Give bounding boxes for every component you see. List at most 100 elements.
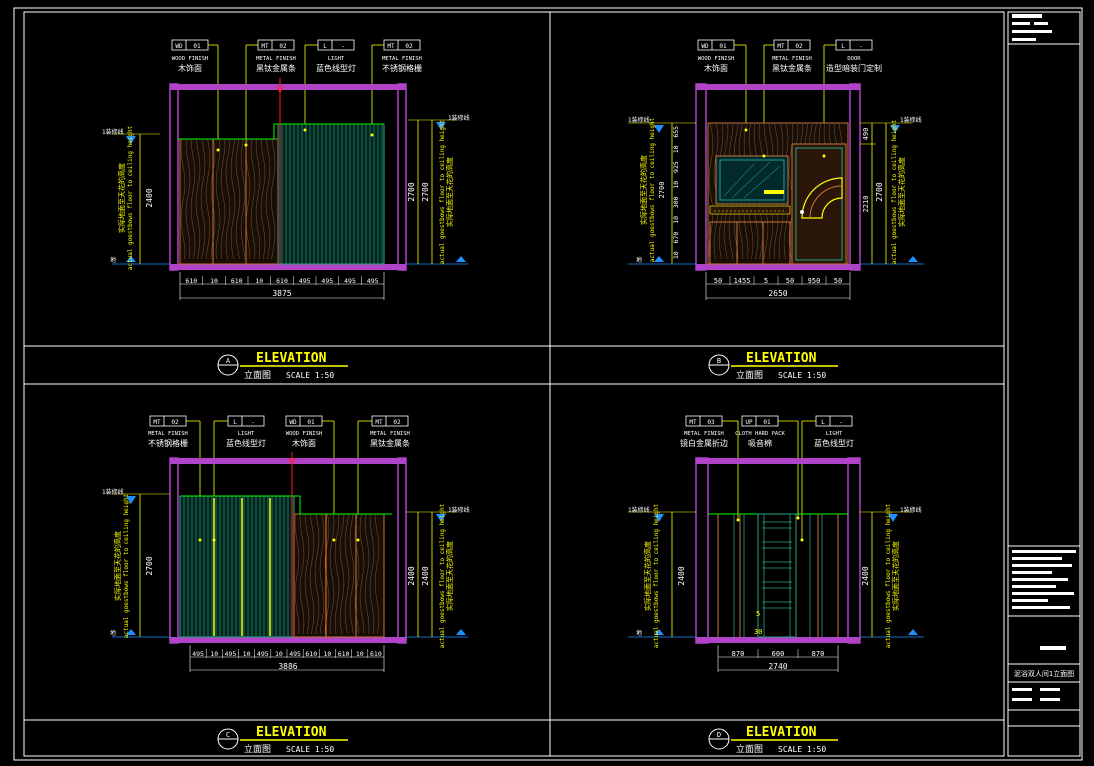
dimension-label: 10 xyxy=(255,277,263,285)
dimension-label: 495 xyxy=(225,650,237,658)
elevation-panel-b: WD 01 WOOD FINISH 木饰面 MT 02 METAL FINISH… xyxy=(628,39,924,381)
svg-text:01: 01 xyxy=(719,43,727,50)
svg-text:2700: 2700 xyxy=(875,182,884,201)
svg-text:L: L xyxy=(323,43,327,50)
svg-text:METAL FINISH: METAL FINISH xyxy=(370,431,410,437)
dimension-label: 50 xyxy=(834,277,842,285)
svg-text:立面图: 立面图 xyxy=(244,743,271,755)
dimension-label: 610 xyxy=(305,650,317,658)
svg-text:木饰面: 木饰面 xyxy=(704,63,728,73)
svg-text:2400: 2400 xyxy=(861,566,870,585)
svg-text:L: L xyxy=(821,419,825,426)
svg-text:WOOD FINISH: WOOD FINISH xyxy=(698,56,734,62)
svg-text:WOOD FINISH: WOOD FINISH xyxy=(286,431,322,437)
dimension-label: 10 xyxy=(672,216,680,224)
svg-text:01: 01 xyxy=(193,43,201,50)
svg-text:2400: 2400 xyxy=(407,566,416,585)
svg-text:WOOD FINISH: WOOD FINISH xyxy=(172,56,208,62)
wall-elevation-d: 5 30 xyxy=(695,457,861,644)
drawing-name: 泥浴双人间1立面图 xyxy=(1014,669,1074,678)
height-dimension-right-a: 2700 2700 1装修线 actual goestbows floor to… xyxy=(406,114,470,265)
svg-text:D: D xyxy=(717,731,721,739)
dimension-label: 870 xyxy=(812,650,825,658)
svg-text:蓝色线型灯: 蓝色线型灯 xyxy=(316,63,356,73)
svg-text:02: 02 xyxy=(171,419,179,426)
wall-elevation-c xyxy=(169,452,407,644)
svg-text:蓝色线型灯: 蓝色线型灯 xyxy=(226,438,266,448)
svg-text:实际地面至天花的高度: 实际地面至天花的高度 xyxy=(117,163,126,233)
svg-text:2700: 2700 xyxy=(407,182,416,201)
svg-text:1装修线: 1装修线 xyxy=(900,116,922,124)
svg-text:实际地面至天花的高度: 实际地面至天花的高度 xyxy=(113,531,122,601)
svg-text:吸音棉: 吸音棉 xyxy=(748,438,772,448)
svg-text:2700: 2700 xyxy=(658,182,666,199)
svg-text:ELEVATION: ELEVATION xyxy=(256,351,327,366)
svg-text:-: - xyxy=(341,43,345,50)
svg-text:2700: 2700 xyxy=(145,556,154,575)
svg-text:3875: 3875 xyxy=(272,289,291,298)
svg-text:30: 30 xyxy=(754,628,762,636)
elevation-panel-c: MT 02 METAL FINISH 不锈钢格栅 L - LIGHT 蓝色线型灯 xyxy=(102,415,470,755)
svg-text:5: 5 xyxy=(756,610,760,618)
svg-text:ELEVATION: ELEVATION xyxy=(256,725,327,740)
dimension-label: 950 xyxy=(808,277,821,285)
height-dimension-right-d: 2400 1装修线 actual goestbows floor to ceil… xyxy=(860,503,924,648)
dimension-label: 655 xyxy=(672,126,680,138)
panel-title-a: A ELEVATION 立面图 SCALE 1:50 xyxy=(217,351,348,381)
dimension-label: 50 xyxy=(714,277,722,285)
dimension-label: 610 xyxy=(185,277,197,285)
dimension-label: 10 xyxy=(243,650,251,658)
svg-text:造型暗装门定制: 造型暗装门定制 xyxy=(826,63,882,73)
svg-text:-: - xyxy=(839,419,843,426)
dimension-label: 10 xyxy=(356,650,364,658)
svg-text:actual goestbows floor to ceil: actual goestbows floor to ceiling height xyxy=(439,119,446,264)
svg-text:2210: 2210 xyxy=(862,196,870,213)
svg-text:2400: 2400 xyxy=(677,566,686,585)
svg-text:镜白金属折边: 镜白金属折边 xyxy=(680,438,728,448)
elevation-panel-a: WD 01 WOOD FINISH 木饰面 MT 02 METAL FINISH… xyxy=(102,39,470,381)
dimension-label: 495 xyxy=(367,277,379,285)
dimension-label: 870 xyxy=(732,650,745,658)
svg-text:1装修线: 1装修线 xyxy=(628,506,650,514)
height-dimension-left-d: 1装修线 地 2400 实际地面至天花的高度 actual goestbows … xyxy=(628,503,696,648)
material-tags-c: MT 02 METAL FINISH 不锈钢格栅 L - LIGHT 蓝色线型灯 xyxy=(148,415,410,540)
height-dimension-right-b: 490 2210 2700 1装修线 actual goestbows floo… xyxy=(860,116,924,265)
svg-text:1装修线: 1装修线 xyxy=(448,114,470,122)
dimension-label: 495 xyxy=(257,650,269,658)
title-block: 泥浴双人间1立面图 xyxy=(1007,11,1081,757)
svg-text:MT: MT xyxy=(689,419,697,426)
svg-text:实际地面至天花的高度: 实际地面至天花的高度 xyxy=(643,541,652,611)
svg-text:LIGHT: LIGHT xyxy=(238,431,255,437)
dimension-label: 610 xyxy=(276,277,288,285)
dimension-label: 610 xyxy=(370,650,382,658)
svg-text:03: 03 xyxy=(707,419,715,426)
dimension-label: 10 xyxy=(672,251,680,259)
svg-text:木饰面: 木饰面 xyxy=(178,63,202,73)
svg-text:02: 02 xyxy=(405,43,413,50)
svg-text:1装修线: 1装修线 xyxy=(102,128,124,136)
svg-text:-: - xyxy=(251,419,255,426)
svg-text:METAL FINISH: METAL FINISH xyxy=(256,56,296,62)
svg-text:actual goestbows floor to ceil: actual goestbows floor to ceiling height xyxy=(649,117,656,262)
material-tag: MT 03 METAL FINISH 镜白金属折边 xyxy=(680,415,739,520)
svg-text:CLOTH HARD PACK: CLOTH HARD PACK xyxy=(735,431,785,437)
dimension-label: 10 xyxy=(210,650,218,658)
svg-text:L: L xyxy=(233,419,237,426)
svg-text:立面图: 立面图 xyxy=(736,369,763,381)
svg-text:立面图: 立面图 xyxy=(244,369,271,381)
svg-text:actual goestbows floor to ceil: actual goestbows floor to ceiling height xyxy=(127,125,134,270)
svg-text:01: 01 xyxy=(307,419,315,426)
svg-text:黑钛金属条: 黑钛金属条 xyxy=(772,63,812,73)
svg-text:2650: 2650 xyxy=(768,289,787,298)
elevation-panel-d: MT 03 METAL FINISH 镜白金属折边 UP 01 CLOTH HA… xyxy=(628,415,924,755)
dimension-label: 10 xyxy=(210,277,218,285)
dimension-label: 5 xyxy=(764,277,768,285)
svg-text:LIGHT: LIGHT xyxy=(328,56,345,62)
wall-elevation-a xyxy=(169,78,407,271)
height-dimension-right-c: 2400 2400 1装修线 actual goestbows floor to… xyxy=(406,503,470,648)
svg-text:地: 地 xyxy=(636,629,642,637)
svg-text:2740: 2740 xyxy=(768,662,787,671)
